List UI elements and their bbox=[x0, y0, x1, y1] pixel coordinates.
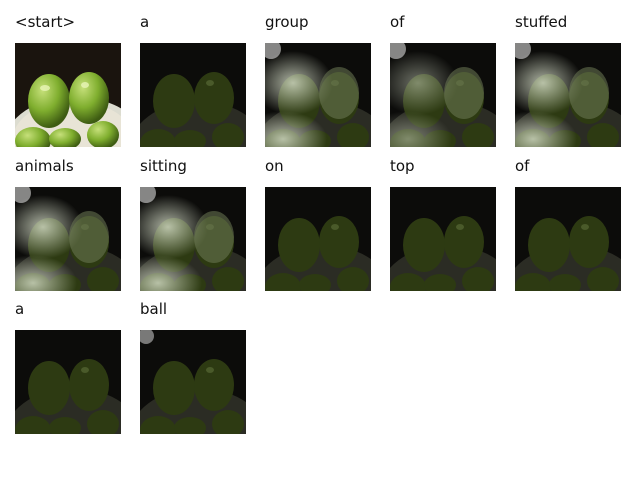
attention-map-image bbox=[265, 43, 371, 147]
source-image bbox=[15, 43, 121, 147]
attention-map-image bbox=[390, 43, 496, 147]
attention-map-image bbox=[140, 330, 246, 434]
caption-word: stuffed bbox=[515, 13, 568, 31]
attention-map-image bbox=[265, 186, 371, 291]
attention-map-image bbox=[15, 186, 121, 291]
caption-word: of bbox=[390, 13, 405, 31]
caption-word: of bbox=[515, 156, 530, 175]
caption-word: sitting bbox=[140, 156, 187, 175]
caption-word: ball bbox=[140, 300, 168, 318]
attention-map-image bbox=[515, 43, 621, 147]
caption-word: a bbox=[15, 300, 25, 318]
caption-word: top bbox=[390, 156, 415, 175]
caption-word: a bbox=[140, 13, 150, 31]
caption-word: animals bbox=[15, 156, 74, 175]
caption-word: group bbox=[265, 13, 309, 31]
attention-map-image bbox=[140, 186, 246, 291]
attention-map-image bbox=[140, 43, 246, 147]
attention-map-image bbox=[15, 330, 121, 434]
attention-map-image bbox=[515, 186, 621, 291]
caption-word: on bbox=[265, 156, 284, 175]
caption-word: <start> bbox=[15, 13, 76, 31]
attention-map-image bbox=[390, 186, 496, 291]
